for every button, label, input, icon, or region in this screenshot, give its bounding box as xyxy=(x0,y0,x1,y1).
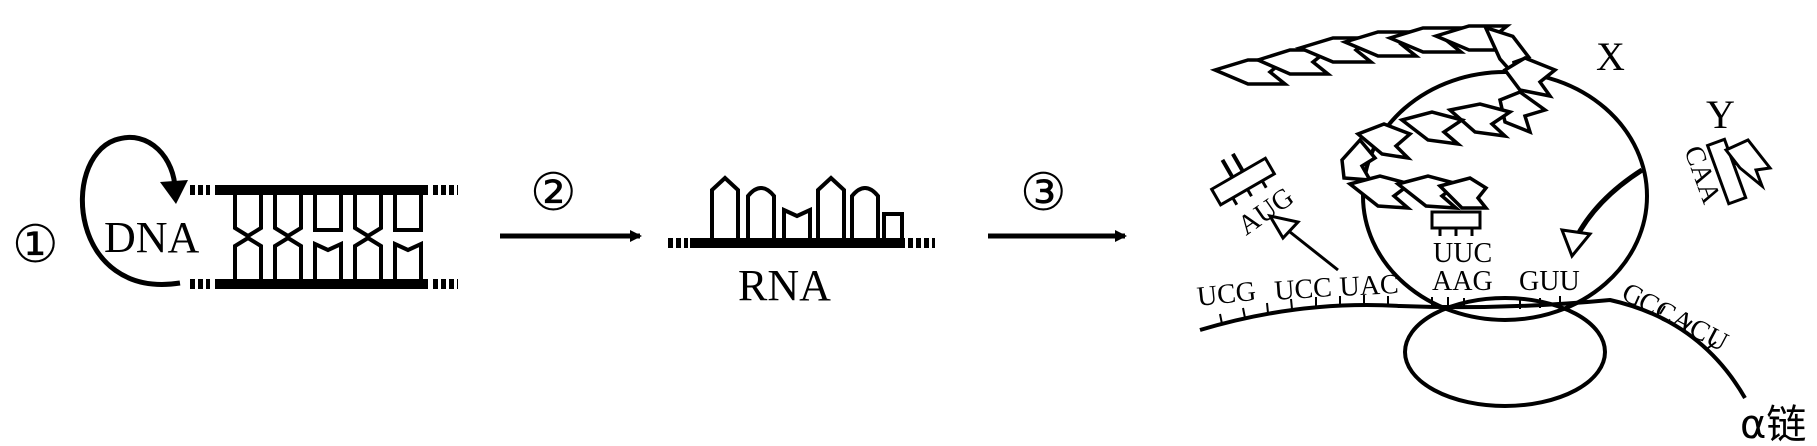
mrna-chain-label: α链 xyxy=(1740,402,1806,446)
rna-label: RNA xyxy=(738,261,831,310)
codon-4: GUU xyxy=(1519,266,1580,297)
polypeptide-chain-icon xyxy=(1209,24,1559,211)
dna-label: DNA xyxy=(104,213,200,262)
replication-loop-arrow xyxy=(79,135,181,287)
trna-in-site xyxy=(1430,210,1482,236)
trna-y-amino-acid-icon xyxy=(1723,138,1773,191)
codon-0: UCG xyxy=(1195,276,1257,313)
ribosome-small-subunit xyxy=(1403,296,1607,408)
incoming-curved-arrow-icon xyxy=(1559,167,1644,259)
step-1-number: ① xyxy=(12,217,59,274)
replication-loop-arrowhead-icon xyxy=(160,180,188,204)
codon-5: CCCACU xyxy=(1617,277,1733,358)
codon-2: UAC xyxy=(1339,269,1400,303)
exit-arrow-icon xyxy=(1266,213,1339,272)
label-y: Y xyxy=(1706,92,1735,137)
step-3-number: ③ xyxy=(1020,165,1067,222)
step-2-number: ② xyxy=(530,165,577,222)
codon-1: UCC xyxy=(1273,272,1333,307)
label-x: X xyxy=(1596,34,1625,79)
trna-anticodon-in-site: UUC xyxy=(1433,238,1492,269)
mrna-ticks xyxy=(1219,295,1717,349)
dna-double-helix-icon xyxy=(190,185,458,289)
mrna-chain xyxy=(1199,297,1747,400)
codon-3: AAG xyxy=(1432,266,1493,297)
trna-leaving xyxy=(1209,152,1277,207)
rna-strand-icon xyxy=(668,175,935,248)
